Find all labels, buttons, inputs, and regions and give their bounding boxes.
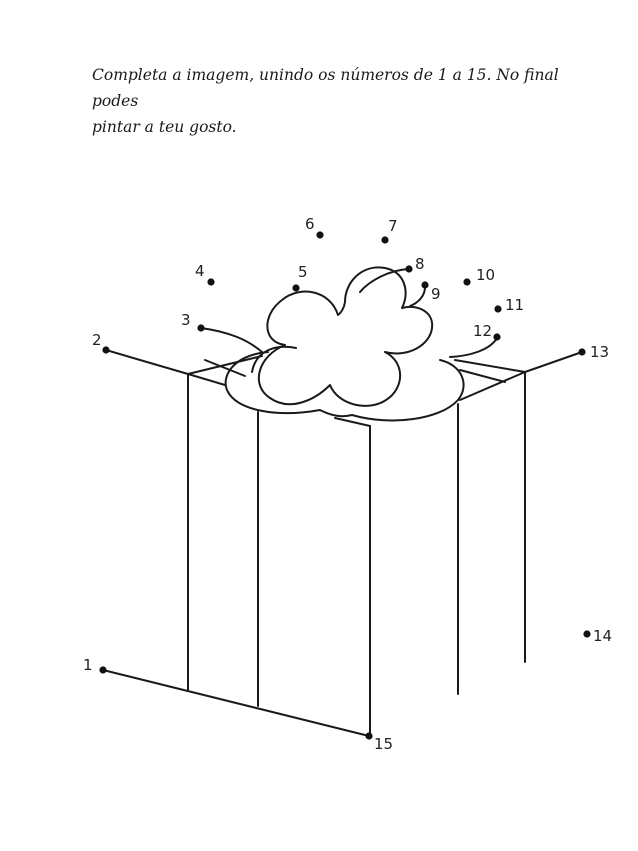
dot-15 [365, 732, 373, 740]
bow-bottom-loop-left [224, 351, 353, 418]
dot-label-7: 7 [388, 217, 398, 235]
box-top-front-edge-left [187, 373, 226, 386]
dot-8 [405, 265, 413, 273]
dot-2 [102, 346, 110, 354]
dot-label-2: 2 [92, 331, 102, 349]
instructions-line-2: pintar a teu gosto. [92, 118, 237, 136]
bow-inner-curve [251, 345, 297, 373]
dot-label-15: 15 [374, 735, 393, 753]
streamer-9 [409, 286, 426, 307]
dot-4 [207, 278, 215, 286]
box-top-right-edge [454, 359, 526, 373]
instructions-text: Completa a imagem, unindo os números de … [92, 62, 562, 140]
dot-14 [583, 630, 591, 638]
dot-label-3: 3 [181, 311, 191, 329]
instructions-line-1: Completa a imagem, unindo os números de … [92, 66, 559, 110]
dot-7 [381, 236, 389, 244]
bow-flower [257, 266, 434, 407]
dot-label-5: 5 [298, 263, 308, 281]
box-top-front-edge-mid [334, 417, 371, 427]
ribbon-top-right [459, 369, 506, 383]
dot-3 [197, 324, 205, 332]
dots-group [99, 231, 591, 740]
dot-label-12: 12 [473, 322, 492, 340]
box-top-left-edge [105, 349, 189, 375]
box-top-front-edge-right [459, 371, 526, 401]
dot-label-6: 6 [305, 215, 315, 233]
dot-label-10: 10 [476, 266, 495, 284]
dot-label-14: 14 [593, 627, 612, 645]
streamer-8 [359, 268, 410, 293]
dot-1 [99, 666, 107, 674]
dot-label-9: 9 [431, 285, 441, 303]
dot-10 [463, 278, 471, 286]
dot-6 [316, 231, 324, 239]
dot-9 [421, 281, 429, 289]
dot-11 [494, 305, 502, 313]
streamer-3 [200, 327, 263, 353]
dot-12 [493, 333, 501, 341]
dot-13 [578, 348, 586, 356]
box-right-top-edge [524, 351, 583, 373]
dot-label-13: 13 [590, 343, 609, 361]
box-bottom-edge [102, 669, 370, 737]
streamer-12 [449, 337, 498, 358]
dot-label-11: 11 [505, 296, 524, 314]
dot-label-8: 8 [415, 255, 425, 273]
box-top-back-edge [187, 355, 263, 375]
dot-5 [292, 284, 300, 292]
dot-label-1: 1 [83, 656, 93, 674]
bow-bottom-loop-right [351, 359, 465, 422]
numbers-group: 1 2 3 4 5 6 7 8 9 10 11 12 13 14 15 [83, 215, 612, 753]
dot-label-4: 4 [195, 262, 205, 280]
ribbon-top-left [204, 359, 246, 377]
